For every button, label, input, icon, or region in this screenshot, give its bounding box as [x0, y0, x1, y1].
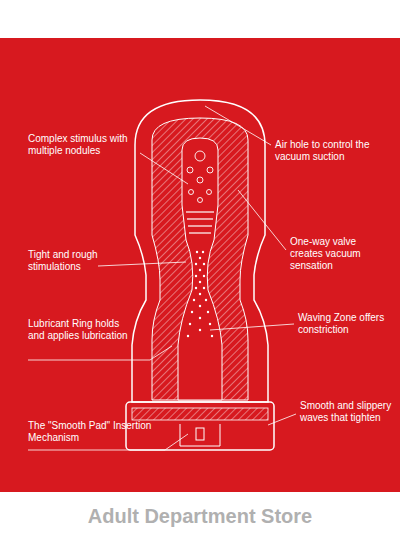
callout-label: One-way valve creates vacuum sensation [290, 236, 390, 272]
outer-case [132, 100, 268, 402]
watermark-text: Adult Department Store [10, 504, 390, 528]
ribs [186, 212, 214, 233]
callout-label: Smooth and slippery waves that tighten [300, 400, 392, 424]
callout-label: The "Smooth Pad" Insertion Mechanism [28, 420, 158, 444]
nodules [187, 151, 213, 203]
callout-label: Complex stimulus with multiple nodules [28, 133, 153, 157]
callout-label: Lubricant Ring holds and applies lubrica… [28, 318, 128, 342]
callout-label: Tight and rough stimulations [28, 249, 133, 273]
inner-sleeve [152, 118, 248, 400]
callout-label: Waving Zone offers constriction [298, 312, 392, 336]
pad-slot [196, 428, 204, 440]
callout-label: Air hole to control the vacuum suction [275, 139, 390, 163]
lubricant-ring [132, 408, 268, 420]
inner-channel [178, 138, 222, 400]
waving-dots [187, 251, 213, 337]
leader-lines [28, 106, 296, 450]
